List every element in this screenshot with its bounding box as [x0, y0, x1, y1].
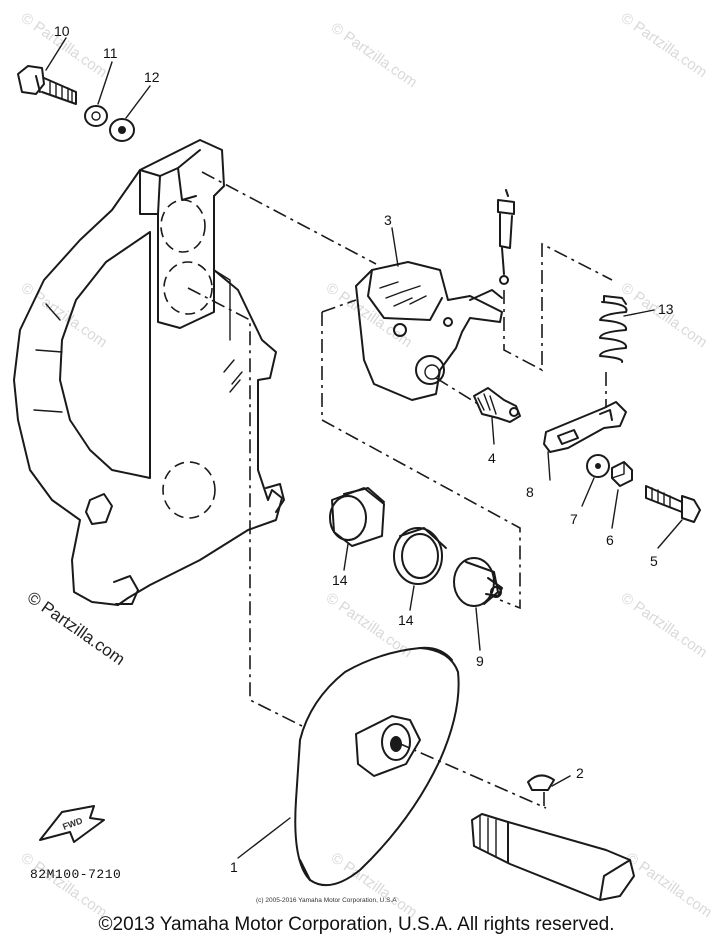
callout-6: 6 — [606, 532, 614, 548]
callout-12: 12 — [144, 69, 160, 85]
bolt-10 — [17, 65, 77, 105]
callout-3: 3 — [384, 212, 392, 228]
cap-9 — [453, 557, 503, 607]
bracket-3 — [355, 261, 503, 401]
spring-13 — [599, 295, 628, 363]
watermark-text: © Partzilla.com — [618, 589, 711, 661]
callout-2: 2 — [576, 765, 584, 781]
washer-7 — [586, 454, 610, 478]
diagram-code: 82M100-7210 — [30, 867, 121, 882]
shaft — [471, 813, 635, 901]
washer-12 — [109, 118, 135, 142]
callout-13: 13 — [658, 301, 674, 317]
copyright-notice: ©2013 Yamaha Motor Corporation, U.S.A. A… — [98, 914, 615, 935]
callout-4: 4 — [488, 450, 496, 466]
callout-10: 10 — [54, 23, 70, 39]
lock-washer-11 — [84, 105, 108, 127]
nut-6 — [611, 461, 633, 487]
housing-cover — [13, 139, 285, 606]
callout-14-ring: 14 — [398, 612, 414, 628]
bushing-14 — [329, 487, 385, 547]
lever-8 — [543, 401, 627, 453]
watermark-text: © Partzilla.com — [623, 849, 713, 921]
assembly-lines — [187, 171, 613, 810]
partzilla-watermark: © Partzilla.com — [24, 588, 129, 669]
bolt-5 — [645, 485, 701, 523]
fwd-label: FWD — [61, 815, 84, 832]
watermark-text: © Partzilla.com — [18, 9, 111, 81]
callout-1: 1 — [230, 859, 238, 875]
callout-9: 9 — [476, 653, 484, 669]
disc-1 — [294, 646, 460, 887]
throttle-cable — [497, 189, 515, 285]
watermark-text: © Partzilla.com — [18, 279, 111, 351]
small-credit: (c) 2005-2016 Yamaha Motor Corporation, … — [256, 897, 397, 904]
watermark-text: © Partzilla.com — [618, 9, 711, 81]
callout-8: 8 — [526, 484, 534, 500]
callouts: 10 11 12 3 13 4 8 7 6 5 14 14 9 2 1 — [45, 23, 683, 875]
screw-4 — [473, 387, 521, 423]
ring-14 — [393, 527, 447, 585]
fwd-arrow: FWD — [39, 805, 105, 843]
watermark-text: © Partzilla.com — [328, 849, 421, 921]
callout-5: 5 — [650, 553, 658, 569]
callout-7: 7 — [570, 511, 578, 527]
watermark-text: © Partzilla.com — [18, 849, 111, 921]
callout-14: 14 — [332, 572, 348, 588]
key-2 — [527, 774, 555, 791]
callout-11: 11 — [103, 45, 118, 61]
watermark-text: © Partzilla.com — [328, 19, 421, 91]
